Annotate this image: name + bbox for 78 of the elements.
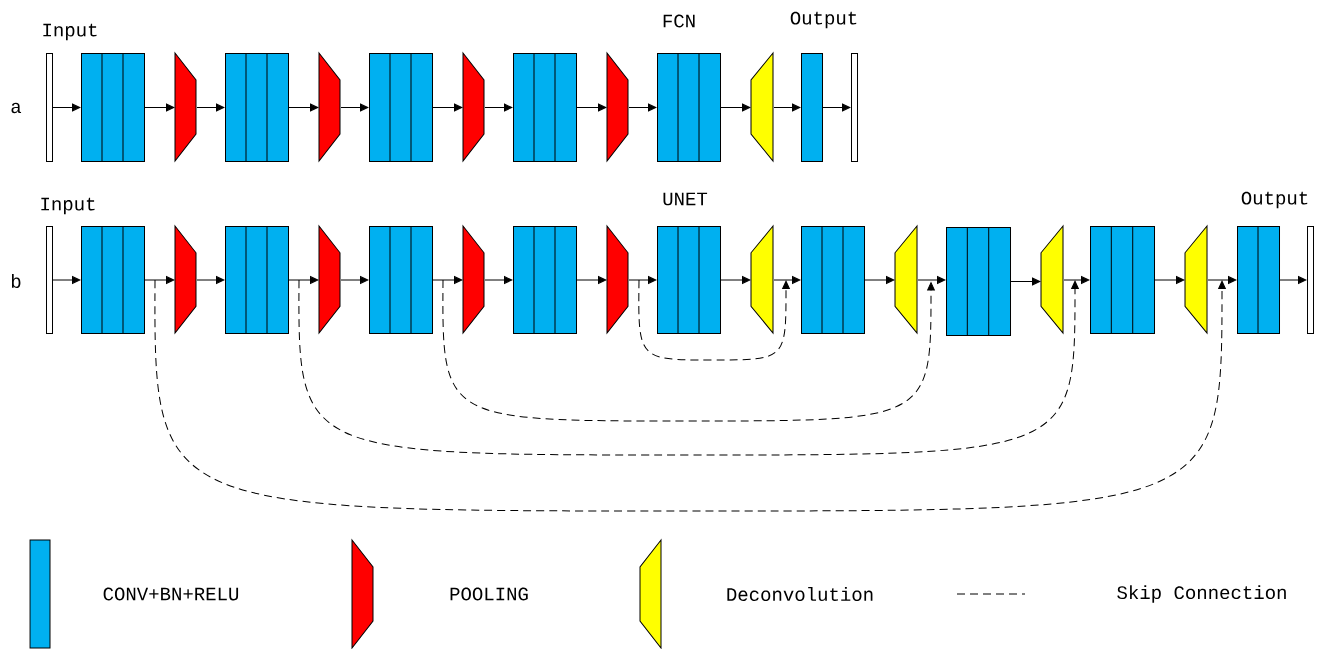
- arrow: [864, 276, 895, 284]
- arrow: [340, 276, 369, 284]
- arrow: [1010, 277, 1041, 286]
- pooling-trapezoid: [318, 225, 341, 334]
- arrow: [576, 103, 607, 112]
- pooling-trapezoid: [462, 225, 485, 334]
- stage-label: FCN: [663, 14, 695, 28]
- arrow: [1154, 276, 1185, 284]
- arrow: [52, 276, 81, 284]
- conv-block: [1237, 225, 1280, 334]
- legend-text: Deconvolution: [727, 587, 873, 601]
- row-label: b: [11, 274, 21, 288]
- row-label: a: [11, 102, 22, 114]
- conv-block: [801, 53, 823, 162]
- deconv-trapezoid: [1040, 225, 1064, 334]
- arrow: [720, 103, 751, 112]
- arrow: [288, 276, 319, 284]
- stage-label: UNET: [663, 192, 708, 206]
- conv-block: [369, 225, 433, 334]
- deconv-trapezoid: [1184, 225, 1208, 334]
- conv-block: [946, 226, 1011, 336]
- deconv-trapezoid: [894, 225, 918, 334]
- stage-label: Output: [790, 11, 857, 29]
- arrow: [628, 276, 657, 284]
- legend-text: Skip Connection: [1117, 585, 1286, 603]
- arrow: [773, 276, 801, 284]
- arrow: [576, 276, 607, 284]
- arrow: [288, 103, 319, 112]
- arrow: [1063, 276, 1090, 284]
- arrow: [720, 276, 751, 284]
- arrow: [484, 103, 513, 112]
- layer-bar: [46, 226, 53, 334]
- arrow: [917, 276, 946, 284]
- conv-block: [657, 225, 721, 334]
- skip-connection: [638, 279, 790, 361]
- pooling-trapezoid: [174, 225, 197, 334]
- stage-label: Input: [43, 23, 97, 41]
- arrow: [628, 103, 657, 112]
- pooling-trapezoid: [318, 52, 341, 162]
- conv-block: [1090, 225, 1155, 334]
- arrow: [196, 276, 225, 284]
- pooling-trapezoid: [174, 52, 197, 162]
- pooling-trapezoid: [606, 225, 629, 334]
- arrow: [144, 103, 175, 112]
- stage-label: Output: [1241, 191, 1308, 209]
- layer-bar: [851, 53, 858, 162]
- arrow: [484, 276, 513, 284]
- legend-text: POOLING: [450, 587, 528, 601]
- skip-connection: [154, 279, 1226, 512]
- conv-block: [513, 225, 577, 334]
- skip-connection: [298, 279, 1079, 456]
- pooling-trapezoid: [462, 52, 485, 162]
- arrow: [52, 103, 81, 112]
- arrow: [196, 103, 225, 112]
- skip-connection: [442, 279, 935, 422]
- layer-bar: [1307, 226, 1314, 334]
- arrow: [822, 103, 851, 112]
- conv-block: [657, 52, 721, 162]
- arrow: [1279, 276, 1307, 284]
- legend-text: CONV+BN+RELU: [103, 587, 239, 601]
- conv-block: [801, 225, 865, 334]
- deconv-trapezoid: [750, 52, 774, 162]
- conv-block: [81, 52, 145, 162]
- conv-block: [225, 52, 289, 162]
- arrow: [340, 103, 369, 112]
- arrow: [144, 276, 175, 284]
- arrow: [1207, 276, 1237, 284]
- conv-block: [81, 225, 145, 334]
- arrow: [773, 103, 801, 112]
- pooling-trapezoid: [606, 52, 629, 162]
- conv-block: [369, 52, 433, 162]
- arrow: [432, 276, 463, 284]
- conv-block: [225, 225, 289, 334]
- deconv-trapezoid: [750, 225, 774, 334]
- stage-label: Input: [41, 197, 95, 215]
- layer-bar: [46, 53, 53, 162]
- conv-block: [513, 52, 577, 162]
- arrow: [432, 103, 463, 112]
